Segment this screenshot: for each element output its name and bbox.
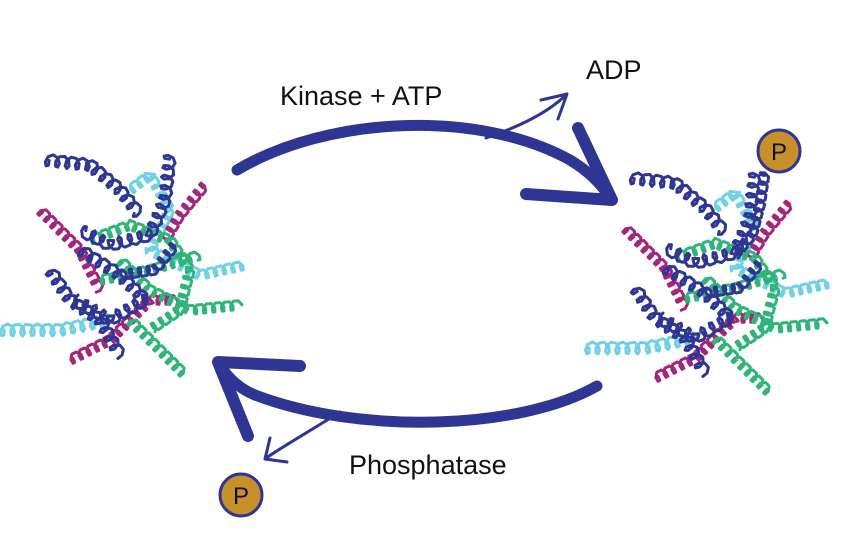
kinase-atp-label: Kinase + ATP (280, 81, 443, 111)
phosphate-circle-icon: P (756, 128, 802, 174)
phosphate-label-released: P (233, 483, 249, 510)
tangled-protein-icon (0, 153, 245, 378)
phosphate-circle-icon: P (218, 472, 264, 518)
kinase-arrow (231, 119, 618, 206)
phosphate-release-arrow (263, 410, 342, 464)
phosphatase-arrow (212, 356, 603, 442)
adp-label: ADP (586, 55, 642, 85)
phosphorylated-protein-icon (584, 171, 830, 396)
adp-release-arrow (484, 92, 569, 140)
phosphatase-label: Phosphatase (349, 450, 507, 480)
phosphate-label-bound: P (771, 139, 787, 166)
